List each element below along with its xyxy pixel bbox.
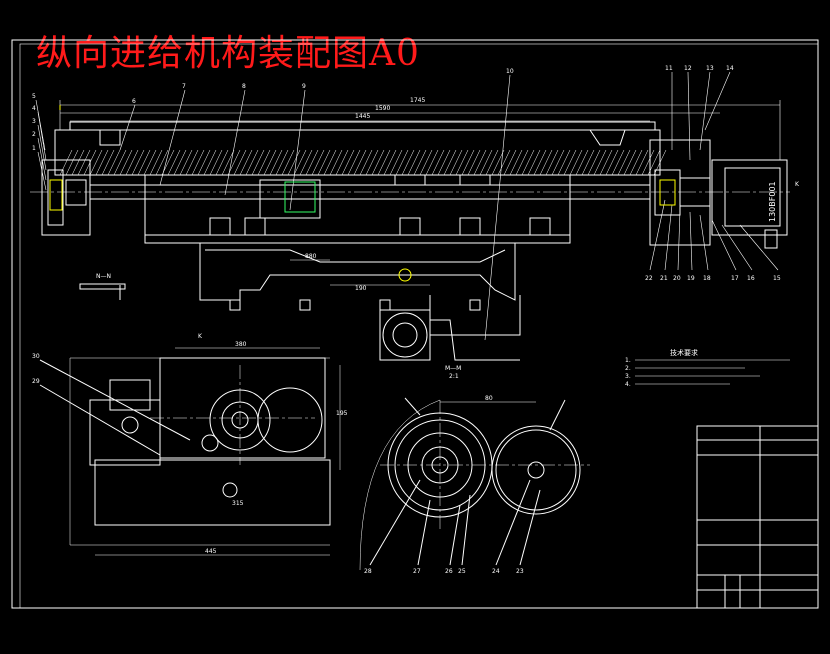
part-1: 1 bbox=[32, 145, 36, 152]
section-mm bbox=[379, 268, 520, 361]
view-label-k: K bbox=[198, 333, 203, 340]
part-11: 11 bbox=[665, 65, 673, 72]
part-24: 24 bbox=[492, 568, 500, 575]
top-assembly-view bbox=[30, 121, 790, 336]
part-4: 4 bbox=[32, 105, 36, 112]
tech-line-4: 4. bbox=[625, 381, 631, 388]
dim-80: 80 bbox=[485, 395, 493, 402]
part-3: 3 bbox=[32, 118, 36, 125]
part-7: 7 bbox=[182, 83, 186, 90]
part-16: 16 bbox=[747, 275, 755, 282]
tech-line-3: 3. bbox=[625, 373, 631, 380]
part-23: 23 bbox=[516, 568, 524, 575]
part-8: 8 bbox=[242, 83, 246, 90]
part-22: 22 bbox=[645, 275, 653, 282]
section-label-nn: N—N bbox=[96, 273, 111, 280]
tech-line-2: 2. bbox=[625, 365, 631, 372]
part-15: 15 bbox=[773, 275, 781, 282]
title-block bbox=[696, 425, 819, 609]
tech-requirements-title: 技术要求 bbox=[670, 348, 698, 357]
part-26: 26 bbox=[445, 568, 453, 575]
part-9: 9 bbox=[302, 83, 306, 90]
motor-label: 130BF001 bbox=[768, 181, 777, 222]
drawing-title: 纵向进给机构装配图A0 bbox=[36, 33, 420, 74]
dim-195: 195 bbox=[336, 410, 348, 417]
part-6: 6 bbox=[132, 98, 136, 105]
section-nn bbox=[79, 283, 126, 300]
part-30: 30 bbox=[32, 353, 40, 360]
dim-880: 880 bbox=[305, 253, 317, 260]
dim-1745: 1745 bbox=[410, 97, 425, 104]
view-arrow-k: K bbox=[795, 181, 800, 188]
part-28: 28 bbox=[364, 568, 372, 575]
part-25: 25 bbox=[458, 568, 466, 575]
tech-line-1: 1. bbox=[625, 357, 631, 364]
part-17: 17 bbox=[731, 275, 739, 282]
dim-445: 445 bbox=[205, 548, 217, 555]
part-5: 5 bbox=[32, 93, 36, 100]
part-27: 27 bbox=[413, 568, 421, 575]
dim-1590: 1590 bbox=[375, 105, 390, 112]
top-dimensions bbox=[59, 100, 781, 286]
gear-pair-view bbox=[359, 397, 590, 571]
part-19: 19 bbox=[687, 275, 695, 282]
part-29: 29 bbox=[32, 378, 40, 385]
section-label-mm: M—M bbox=[445, 365, 461, 372]
gearbox-view-k bbox=[39, 347, 341, 556]
part-2: 2 bbox=[32, 131, 36, 138]
part-14: 14 bbox=[726, 65, 734, 72]
dim-380: 380 bbox=[235, 341, 247, 348]
part-21: 21 bbox=[660, 275, 668, 282]
leader-lines bbox=[35, 71, 779, 341]
part-10: 10 bbox=[506, 68, 514, 75]
dim-1445: 1445 bbox=[355, 113, 370, 120]
part-18: 18 bbox=[703, 275, 711, 282]
dim-315: 315 bbox=[232, 500, 244, 507]
section-scale-mm: 2:1 bbox=[449, 373, 459, 380]
dim-190: 190 bbox=[355, 285, 367, 292]
part-13: 13 bbox=[706, 65, 714, 72]
part-12: 12 bbox=[684, 65, 692, 72]
part-20: 20 bbox=[673, 275, 681, 282]
